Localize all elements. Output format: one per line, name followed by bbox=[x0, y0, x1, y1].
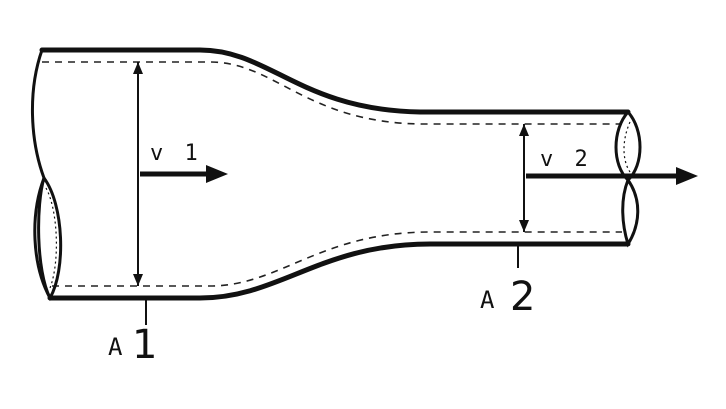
pipe-top-dashed-line bbox=[42, 61, 622, 125]
a1-dimension-arrow-bottom bbox=[133, 274, 143, 286]
a2-dimension-arrow-bottom bbox=[519, 220, 529, 232]
pipe-bottom-wall bbox=[47, 241, 631, 301]
a2-label-number: 2 bbox=[510, 274, 535, 320]
v2-label: v 2 bbox=[540, 147, 592, 172]
pipe-right-section-hatching bbox=[623, 121, 631, 173]
pipe-right-broken-end bbox=[621, 179, 640, 248]
a1-label-number: 1 bbox=[132, 322, 157, 368]
a1-dimension-arrow-top bbox=[133, 62, 143, 74]
v1-arrow-head bbox=[206, 165, 228, 183]
pipe-right-section-ellipse bbox=[614, 111, 642, 183]
a2-label-letter: A bbox=[480, 286, 495, 314]
pipe-left-section-ellipse bbox=[37, 177, 63, 302]
a2-dimension-arrow-top bbox=[519, 124, 529, 136]
a1-label-letter: A bbox=[108, 333, 123, 361]
pipe-top-wall bbox=[39, 47, 631, 115]
pipe-bottom-dashed-line bbox=[52, 231, 622, 287]
v1-label: v 1 bbox=[150, 141, 202, 166]
v2-arrow-head bbox=[676, 167, 698, 185]
